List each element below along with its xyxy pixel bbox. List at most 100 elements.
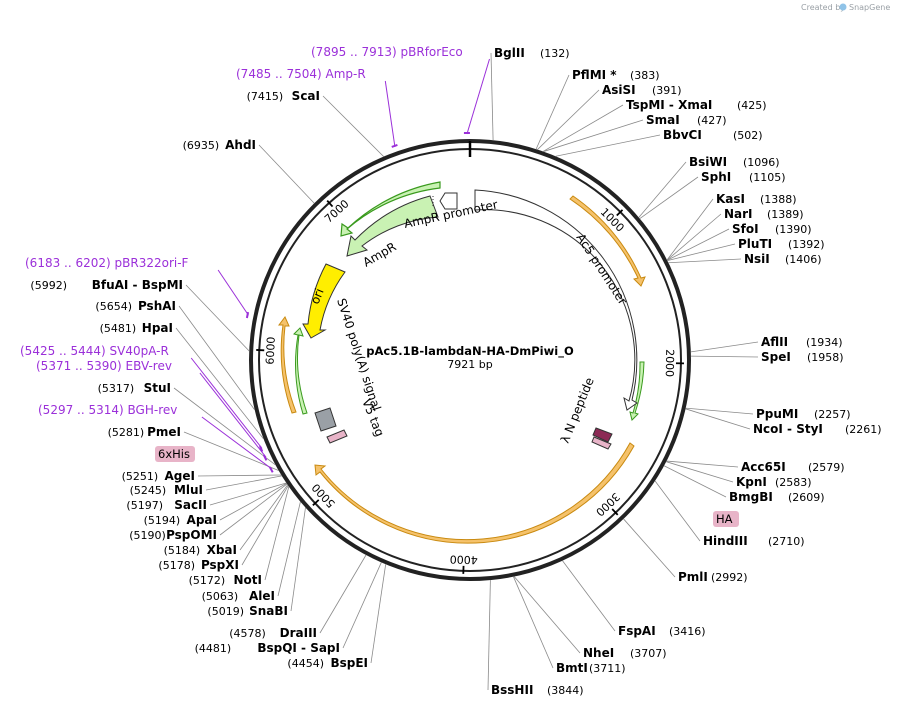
feature-label-ampr: AmpR [361,240,399,270]
site-kpni: KpnI(2583) [736,475,812,489]
tick-mark [616,209,624,217]
leader-line [277,501,301,597]
site-name: SnaBI [249,604,288,618]
site-position: (2609) [788,491,825,504]
credit-created-by: Created by [801,3,845,12]
feature-v5-tag [326,429,348,444]
site-apai: ApaI(5194) [144,513,217,527]
primer-leader [217,269,249,316]
site-name: TspMI - XmaI [626,98,712,112]
site-bbvci: BbvCI(502) [663,128,763,142]
leader-line [183,431,279,471]
leader-line [173,387,276,466]
site-position: (2579) [808,461,845,474]
leader-line [690,341,759,353]
site-position: (2992) [711,571,748,584]
leader-line [258,144,315,204]
leader-line [639,176,699,219]
plasmid-name: pAc5.1B-lambdaN-HA-DmPiwi_O [366,344,574,359]
site-position: (383) [630,69,660,82]
site-smai: SmaI (427) [646,113,727,127]
leader-line [185,284,250,352]
leader-line [666,460,739,468]
site-name: PmlI [678,570,708,584]
tick-label: 6000 [264,336,278,365]
leader-line [513,576,581,654]
site-scai: ScaI(7415) [247,89,320,103]
leader-line [562,560,616,632]
site-position: (425) [737,99,767,112]
primer-label: (6183 .. 6202) pBR322ori-F [25,256,189,270]
leader-line [535,74,570,150]
site-name: SmaI [646,113,680,127]
site-name: NheI [583,646,614,660]
leader-line [370,564,387,664]
site-name: FspAI [618,624,656,638]
site-position: (5245) [130,484,167,497]
primer-leader [199,372,267,458]
primer-mark [262,454,268,461]
site-stui: StuI(5317) [98,381,171,395]
site-ahdi: AhdI(6935) [183,138,256,152]
leader-line [666,213,722,261]
site-sphi: SphI(1105) [701,170,786,184]
site-name: PmeI [147,425,181,439]
site-agei: AgeI(5251) [122,469,195,483]
leader-line [666,461,734,483]
site-name: NarI [724,207,753,221]
site-position: (1389) [767,208,804,221]
site-hindiii: HindIII(2710) [703,534,805,548]
site-pspxi: PspXI(5178) [158,558,239,572]
tick-label: 4000 [450,552,478,566]
site-name: BfuAI - BspMI [92,278,183,292]
leader-line [663,465,727,498]
site-nari: NarI (1389) [724,207,804,221]
site-pmli: PmlI(2992) [678,570,748,584]
site-position: (5172) [189,574,226,587]
feature-ha-inner [591,436,612,450]
site-name: NotI [234,573,263,587]
site-bsiwi: BsiWI(1096) [689,155,780,169]
site-name: BspQI - SapI [257,641,340,655]
site-position: (427) [697,114,727,127]
site-name: SacII [174,498,207,512]
site-position: (1390) [775,223,812,236]
site-bspqi-sapi: BspQI - SapI(4481) [195,641,340,655]
leader-line [638,161,687,218]
site-position: (5992) [30,279,67,292]
feature-lambda-n [592,427,613,443]
site-name: KasI [716,192,745,206]
feature-ampr [346,195,439,257]
feature-label-ac5-promoter: Ac5 promoter [573,231,629,307]
site-name: BglII [494,46,525,60]
leader-line [513,576,554,669]
site-name: NcoI - StyI [753,422,823,436]
primer-pbrforeco: (7895 .. 7913) pBRforEco [311,45,490,135]
site-name: PpuMI [756,407,798,421]
site-ppumi: PpuMI(2257) [756,407,851,421]
site-name: AflII [761,335,788,349]
site-name: BsiWI [689,155,727,169]
orf-arc-left [278,316,297,414]
site-sfoi: SfoI(1390) [732,222,812,236]
leader-line [666,198,714,261]
site-name: BmgBI [729,490,773,504]
site-name: AgeI [165,469,195,483]
site-name: HpaI [142,321,173,335]
site-nsii: NsiI(1406) [744,252,822,266]
primer-leader [190,357,263,449]
snapgene-credit: Created by SnapGene [801,3,890,12]
leader-line [667,243,736,261]
leader-line [654,480,701,542]
leader-line [542,104,624,152]
orf-arc-bottom [314,442,635,544]
leader-line [690,355,759,358]
site-position: (5481) [100,322,137,335]
site-name: BssHII [491,683,533,697]
site-hpai: HpaI (5481) [100,321,173,335]
site-name: NsiI [744,252,770,266]
site-position: (5063) [202,590,239,603]
site-bspei: BspEI(4454) [287,656,368,670]
leader-line [623,518,676,578]
site-position: (2710) [768,535,805,548]
